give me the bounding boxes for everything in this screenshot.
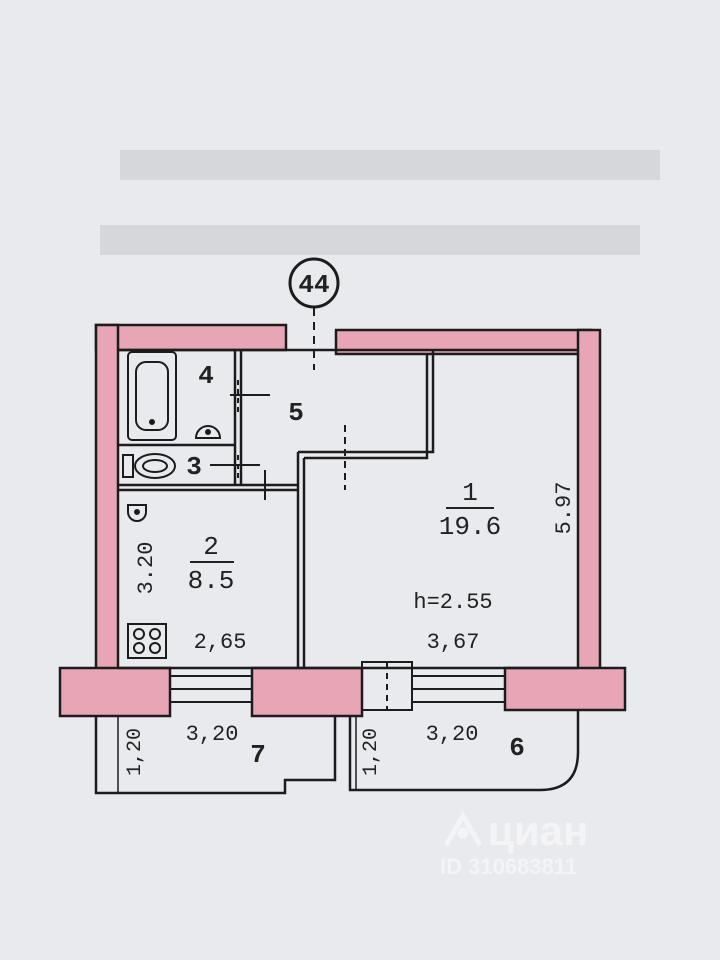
cian-logo-icon [443,811,483,847]
bathtub-icon [127,351,177,441]
room-labels: 1 19.6 2 8.5 3 4 5 6 7 [186,361,525,770]
partitions [118,348,578,670]
balcony-7-depth-label: 1,20 [124,728,147,776]
windows [169,661,506,711]
dimension-labels: h=2.55 3,67 5.97 2,65 3.20 3,20 1,20 3,2… [124,482,577,776]
facade-wall-middle [250,666,364,718]
toilet-icon [122,453,176,479]
left-wall [94,323,120,672]
balcony-6-length-label: 3,20 [426,722,479,747]
balcony-6-depth-label: 1,20 [360,728,383,776]
balcony-7-outline [94,716,337,795]
room-2-number: 2 [203,532,219,562]
facade-wall-right [503,666,627,712]
room-2-width-label: 2,65 [194,630,247,655]
right-wall [576,328,602,672]
sink-kitchen-icon [127,504,147,522]
bathroom-fixtures [122,351,222,479]
room-4-number: 4 [198,361,214,391]
sink-icon [194,425,222,439]
stove-icon [127,623,167,659]
room-2-length-label: 3.20 [134,542,159,595]
balconies [94,710,580,795]
watermark: циан ID 310683811 [440,807,588,879]
room-1-number: 1 [462,478,478,508]
room-7-number: 7 [250,740,266,770]
balcony-6-outline [348,710,580,792]
room-1-area: 19.6 [439,512,501,542]
kitchen-fixtures [127,504,167,659]
room-5-number: 5 [288,398,304,428]
room-1-length-label: 5.97 [552,482,577,535]
facade-wall-left [58,666,172,718]
balcony-7-length-label: 3,20 [186,722,239,747]
outer-walls [58,323,627,718]
watermark-listing-id: ID 310683811 [440,854,577,879]
top-wall-left [94,323,288,352]
axis-marker: 44 [288,257,340,370]
watermark-brand: циан [488,807,588,854]
room-6-number: 6 [509,733,525,763]
room-3-number: 3 [186,452,202,482]
room-1-height-label: h=2.55 [413,590,492,615]
axis-marker-label: 44 [298,270,329,300]
room-1-width-label: 3,67 [427,630,480,655]
door-marks [210,380,360,500]
background-print [100,150,660,255]
room-2-area: 8.5 [188,566,235,596]
